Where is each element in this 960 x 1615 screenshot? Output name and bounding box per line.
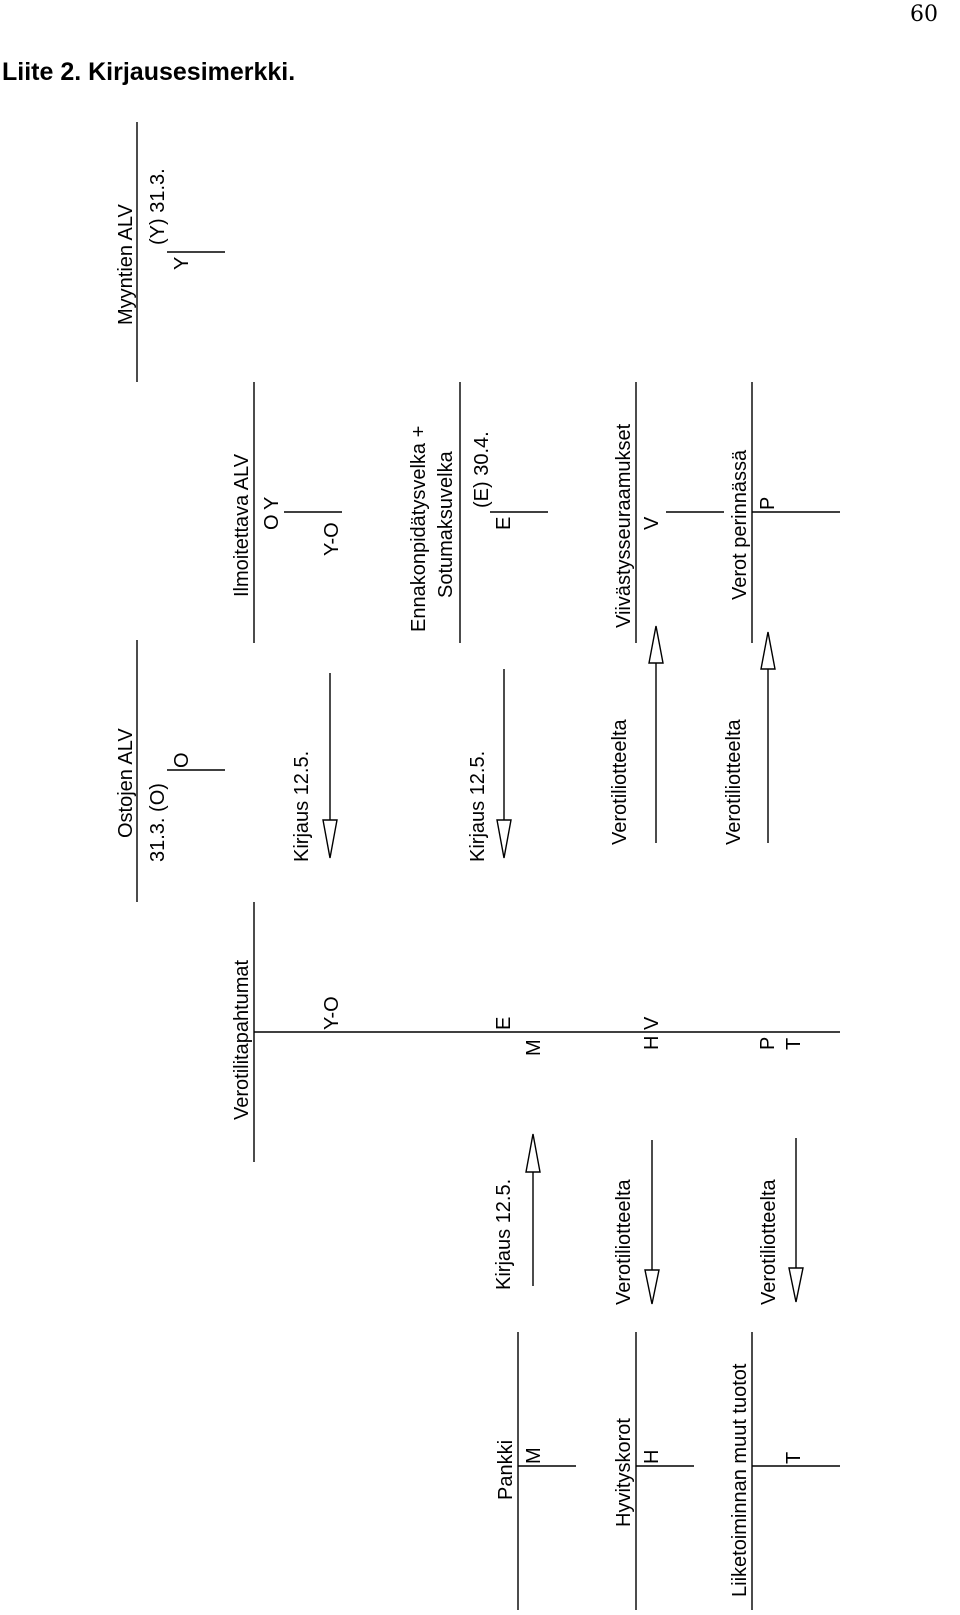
- arrowhead-down: [496, 819, 512, 859]
- account-entry: P: [757, 497, 779, 510]
- account-title: Pankki: [495, 1440, 517, 1500]
- account-entry: (E) 30.4.: [471, 431, 493, 508]
- arrow-label: Verotiliotteelta: [758, 1178, 780, 1305]
- account-title: Verot perinnässä: [729, 449, 751, 600]
- account-pankki: Pankki M: [495, 1332, 576, 1610]
- account-title: Viivästysseuraamukset: [613, 423, 635, 628]
- account-verot-perinnassa: Verot perinnässä P: [729, 382, 840, 643]
- account-liiketoiminnan-muut-tuotot: Liiketoiminnan muut tuotot T: [729, 1332, 840, 1610]
- account-myyntien-alv: Myyntien ALV Y (Y) 31.3.: [115, 122, 225, 382]
- account-viivastysseuraamukset: Viivästysseuraamukset V: [613, 382, 724, 643]
- account-title: Ilmoitettava ALV: [231, 453, 253, 597]
- account-entry: Y-O: [321, 996, 343, 1030]
- arrow-label: Kirjaus 12.5.: [467, 751, 489, 862]
- account-title: Sotumaksuvelka: [435, 450, 457, 598]
- arrow-label: Kirjaus 12.5.: [291, 751, 313, 862]
- account-entry: O: [171, 752, 193, 768]
- account-ilmoitettava-alv: Ilmoitettava ALV O Y Y-O: [231, 382, 343, 643]
- account-title: Verotilitapahtumat: [231, 959, 253, 1120]
- account-ennakonpidatys: Ennakonpidätysvelka + Sotumaksuvelka (E)…: [408, 382, 548, 643]
- arrow-verotili-liiketoiminnan: Verotiliotteelta: [758, 1138, 804, 1305]
- account-entry: E: [493, 1017, 515, 1030]
- account-verotilitapahtumat: Verotilitapahtumat Y-O E M H V P T: [231, 902, 840, 1162]
- account-entry: Y-O: [321, 522, 343, 556]
- arrowhead-down: [322, 819, 338, 859]
- arrowhead-up: [525, 1133, 541, 1173]
- account-title: Myyntien ALV: [115, 204, 137, 325]
- arrow-kirjaus-ilmoitettava: Kirjaus 12.5.: [291, 673, 338, 862]
- account-entry: 31.3. (O): [147, 783, 169, 862]
- arrow-kirjaus-ennakonpidatys: Kirjaus 12.5.: [467, 669, 512, 862]
- arrow-verotili-perinnassa: Verotiliotteelta: [723, 631, 776, 845]
- account-entry: (Y) 31.3.: [147, 168, 169, 245]
- account-entry: M: [523, 1447, 545, 1464]
- account-ostojen-alv: Ostojen ALV 31.3. (O) O: [115, 640, 225, 902]
- arrow-label: Verotiliotteelta: [613, 1178, 635, 1305]
- page-number: 60: [910, 2, 938, 27]
- arrow-kirjaus-pankki: Kirjaus 12.5.: [493, 1133, 541, 1290]
- arrow-verotili-viivastys: Verotiliotteelta: [609, 625, 664, 845]
- account-entry: T: [783, 1452, 805, 1464]
- account-hyvityskorot: Hyvityskorot H: [613, 1332, 694, 1610]
- account-entry: T: [783, 1038, 805, 1050]
- arrowhead-down: [644, 1269, 660, 1305]
- arrow-verotili-hyvityskorot: Verotiliotteelta: [613, 1140, 660, 1305]
- account-entry: V: [641, 516, 663, 530]
- account-title: Liiketoiminnan muut tuotot: [729, 1363, 751, 1597]
- account-entry: M: [523, 1039, 545, 1056]
- arrow-label: Kirjaus 12.5.: [493, 1179, 515, 1290]
- arrowhead-up: [648, 625, 664, 664]
- arrow-label: Verotiliotteelta: [723, 718, 745, 845]
- page-heading: Liite 2. Kirjausesimerkki.: [2, 58, 296, 86]
- account-entry: Y: [171, 257, 193, 270]
- arrowhead-up: [760, 631, 776, 670]
- account-entry: H: [641, 1036, 663, 1050]
- account-entry: O: [261, 514, 283, 530]
- account-entry: E: [493, 517, 515, 530]
- account-title: Hyvityskorot: [613, 1418, 635, 1527]
- arrowhead-down: [788, 1267, 804, 1303]
- account-title: Ostojen ALV: [115, 728, 137, 838]
- account-title: Ennakonpidätysvelka +: [408, 426, 430, 632]
- account-entry: Y: [261, 497, 283, 510]
- account-entry: V: [641, 1016, 663, 1030]
- arrow-label: Verotiliotteelta: [609, 718, 631, 845]
- account-entry: H: [641, 1450, 663, 1464]
- account-entry: P: [757, 1037, 779, 1050]
